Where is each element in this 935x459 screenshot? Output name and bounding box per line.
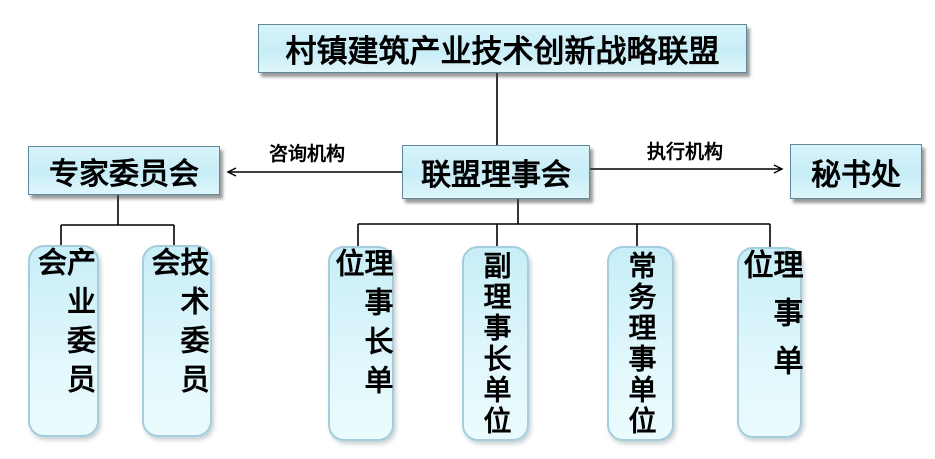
node-vice-chairman-unit: 副理事长单位 <box>462 246 529 441</box>
node-chairman-unit-label: 理事长单位 <box>331 248 392 404</box>
node-industry-committee: 产业委员会 <box>28 245 99 437</box>
node-executive-director-unit: 常务理事单位 <box>607 246 674 441</box>
node-secretariat-label: 秘书处 <box>811 158 901 192</box>
node-chairman-unit: 理事长单位 <box>328 246 394 441</box>
node-technology-committee-label: 技术委员会 <box>147 247 208 403</box>
node-industry-committee-label: 产业委员会 <box>33 247 95 403</box>
node-director-unit: 理事单位 <box>737 247 802 438</box>
node-expert-committee: 专家委员会 <box>28 146 220 195</box>
node-alliance-root-label: 村镇建筑产业技术创新战略联盟 <box>285 34 720 69</box>
edge-label-advisory: 咨询机构 <box>268 144 345 165</box>
node-expert-committee-label: 专家委员会 <box>49 157 199 191</box>
node-alliance-council-label: 联盟理事会 <box>421 159 571 192</box>
node-vice-chairman-unit-label: 副理事长单位 <box>480 250 512 437</box>
node-alliance-council: 联盟理事会 <box>402 145 590 199</box>
node-technology-committee: 技术委员会 <box>142 245 212 437</box>
edge-label-executive: 执行机构 <box>646 142 723 163</box>
node-executive-director-unit-label: 常务理事单位 <box>625 250 657 437</box>
node-alliance-root: 村镇建筑产业技术创新战略联盟 <box>258 24 747 73</box>
node-director-unit-label: 理事单位 <box>738 249 802 393</box>
node-secretariat: 秘书处 <box>790 144 922 199</box>
